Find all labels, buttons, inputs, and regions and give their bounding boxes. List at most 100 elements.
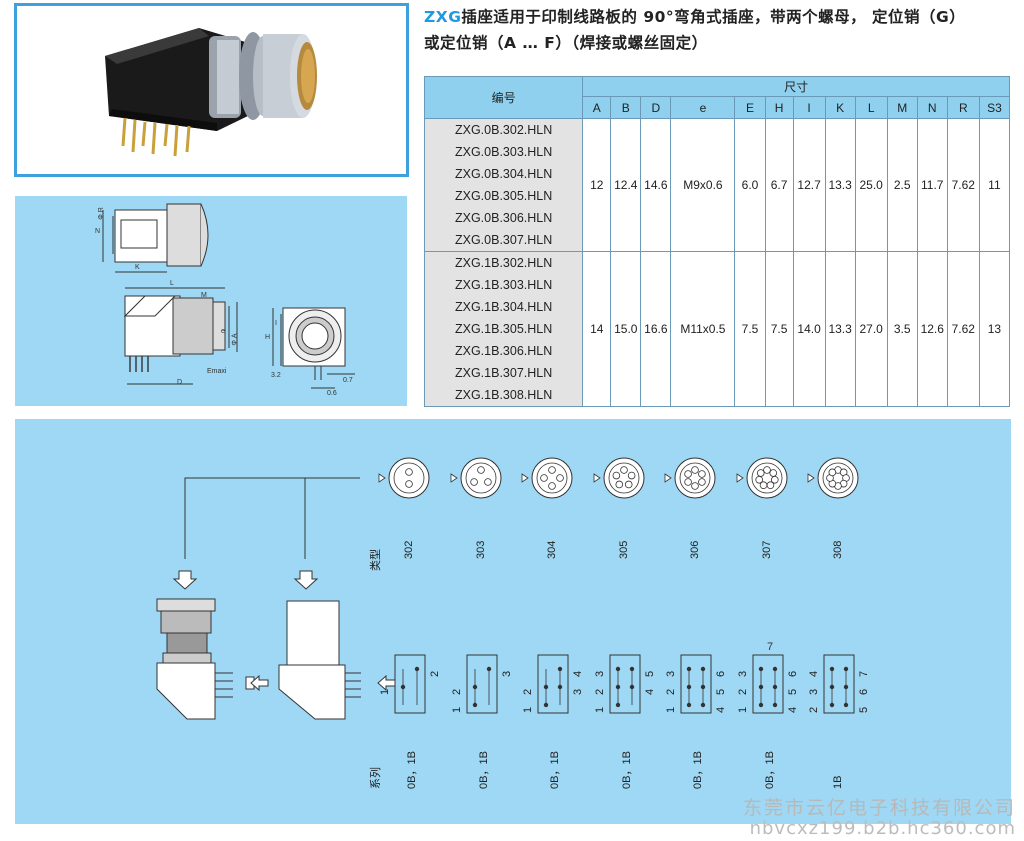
type-label: 307 — [761, 540, 773, 559]
connector-face — [807, 457, 859, 499]
label-d: D — [177, 379, 183, 386]
series-label: 0B，1B — [621, 751, 633, 789]
connector-face — [736, 457, 788, 499]
dim-header: I — [792, 96, 826, 119]
series-label: 0B，1B — [692, 751, 704, 789]
dimension-value: 6.7 — [764, 118, 794, 252]
pin-number: 4 — [808, 670, 820, 677]
pin-layout-box — [680, 654, 712, 714]
dimension-value: 7.5 — [734, 251, 766, 407]
pin-number: 5 — [644, 670, 656, 677]
pin-number: 4 — [787, 706, 799, 713]
dim-header: e — [670, 96, 736, 119]
dimension-value: 13 — [978, 251, 1011, 407]
technical-drawing: N Φ R K L M e Φ A Emaxi D H I 3.2 0.7 0.… — [15, 196, 407, 406]
label-e: e — [221, 328, 225, 335]
series-label: 0B，1B — [549, 751, 561, 789]
connector-photo-image — [105, 28, 317, 157]
dimension-value: 12.4 — [610, 118, 642, 252]
label-h: H — [265, 334, 271, 341]
connector-face — [450, 457, 502, 499]
pin-number: 2 — [594, 688, 606, 695]
pin-number: 6 — [858, 688, 870, 695]
header-part-number: 编号 — [423, 76, 584, 119]
dimension-value: 7.62 — [946, 251, 980, 407]
dimension-value: 13.3 — [824, 251, 856, 407]
pin-number: 6 — [715, 670, 727, 677]
dimension-value: 14.0 — [792, 251, 826, 407]
pin-number: 4 — [715, 706, 727, 713]
label-l: L — [170, 280, 174, 287]
pin-layout-box — [537, 654, 569, 714]
label-0-7: 0.7 — [343, 377, 353, 384]
pin-layout-box — [466, 654, 498, 714]
header-dimensions: 尺寸 — [582, 76, 1010, 97]
pin-number: 1 — [665, 706, 677, 713]
label-r: Φ R — [97, 207, 105, 220]
pin-number: 3 — [594, 670, 606, 677]
pin-number: 7 — [767, 641, 774, 653]
dim-header: R — [946, 96, 980, 119]
part-number-cell: ZXG.1B.302.HLN ZXG.1B.303.HLN ZXG.1B.304.H… — [423, 251, 584, 407]
part-number: ZXG.1B.302.HLN — [454, 256, 553, 270]
part-number: ZXG.1B.307.HLN — [454, 366, 553, 380]
product-photo — [14, 3, 409, 177]
pin-number: 2 — [522, 688, 534, 695]
title-line2: 或定位销（A … F）（焊接或螺丝固定） — [424, 34, 708, 52]
dim-header: B — [610, 96, 642, 119]
label-3-2: 3.2 — [271, 372, 281, 379]
part-number: ZXG.1B.308.HLN — [454, 388, 553, 402]
series-label: 0B，1B — [406, 751, 418, 789]
dimension-value: 11 — [978, 118, 1011, 252]
dim-header: K — [824, 96, 856, 119]
pin-number: 4 — [644, 688, 656, 695]
label-a: Φ A — [231, 333, 239, 346]
part-number: ZXG.1B.306.HLN — [454, 344, 553, 358]
pin-layout-box — [394, 654, 426, 714]
dimension-value: 25.0 — [854, 118, 888, 252]
dimension-value: 12.6 — [916, 251, 948, 407]
title-line1: 插座适用于印制线路板的 90°弯角式插座，带两个螺母， 定位销（G） — [461, 8, 966, 26]
part-number: ZXG.1B.304.HLN — [454, 300, 553, 314]
pin-layout-box — [823, 654, 855, 714]
type-label: 308 — [832, 540, 844, 559]
watermark-company: 东莞市云亿电子科技有限公司 — [742, 797, 1016, 819]
series-label: 0B，1B — [764, 751, 776, 789]
pin-number: 3 — [501, 670, 513, 677]
type-label: 305 — [618, 540, 630, 559]
dim-header-row: A B D e E H I K L M N R S3 — [425, 96, 1011, 119]
dimension-value: 27.0 — [854, 251, 888, 407]
label-emaxi: Emaxi — [207, 368, 227, 375]
pin-number: 5 — [715, 688, 727, 695]
part-number: ZXG.0B.307.HLN — [454, 233, 553, 247]
pin-number: 7 — [858, 670, 870, 677]
pin-number: 3 — [737, 670, 749, 677]
series-label: 系列 — [370, 767, 382, 789]
label-k: K — [135, 264, 140, 271]
dimension-value: 7.62 — [946, 118, 980, 252]
label-m: M — [201, 292, 207, 299]
part-number: ZXG.0B.306.HLN — [454, 211, 553, 225]
part-number: ZXG.0B.305.HLN — [454, 189, 553, 203]
pin-layout-svg — [156, 457, 859, 720]
label-i: I — [275, 320, 277, 327]
pin-number: 5 — [787, 688, 799, 695]
dimension-value: 13.3 — [824, 118, 856, 252]
type-label: 303 — [475, 540, 487, 559]
pin-number: 2 — [665, 688, 677, 695]
product-title: ZXG插座适用于印制线路板的 90°弯角式插座，带两个螺母， 定位销（G） 或定… — [424, 4, 1024, 56]
pin-layout-box — [752, 654, 784, 714]
pin-number: 5 — [858, 706, 870, 713]
dim-header: D — [640, 96, 672, 119]
dimension-value: 3.5 — [886, 251, 918, 407]
part-number: ZXG.0B.304.HLN — [454, 167, 553, 181]
pin-number: 1 — [594, 706, 606, 713]
types-label: 类型 — [370, 549, 382, 571]
part-number: ZXG.1B.303.HLN — [454, 278, 553, 292]
dimension-value: 12.7 — [792, 118, 826, 252]
dim-header: S3 — [978, 96, 1011, 119]
dim-header: L — [854, 96, 888, 119]
pin-number: 4 — [572, 670, 584, 677]
